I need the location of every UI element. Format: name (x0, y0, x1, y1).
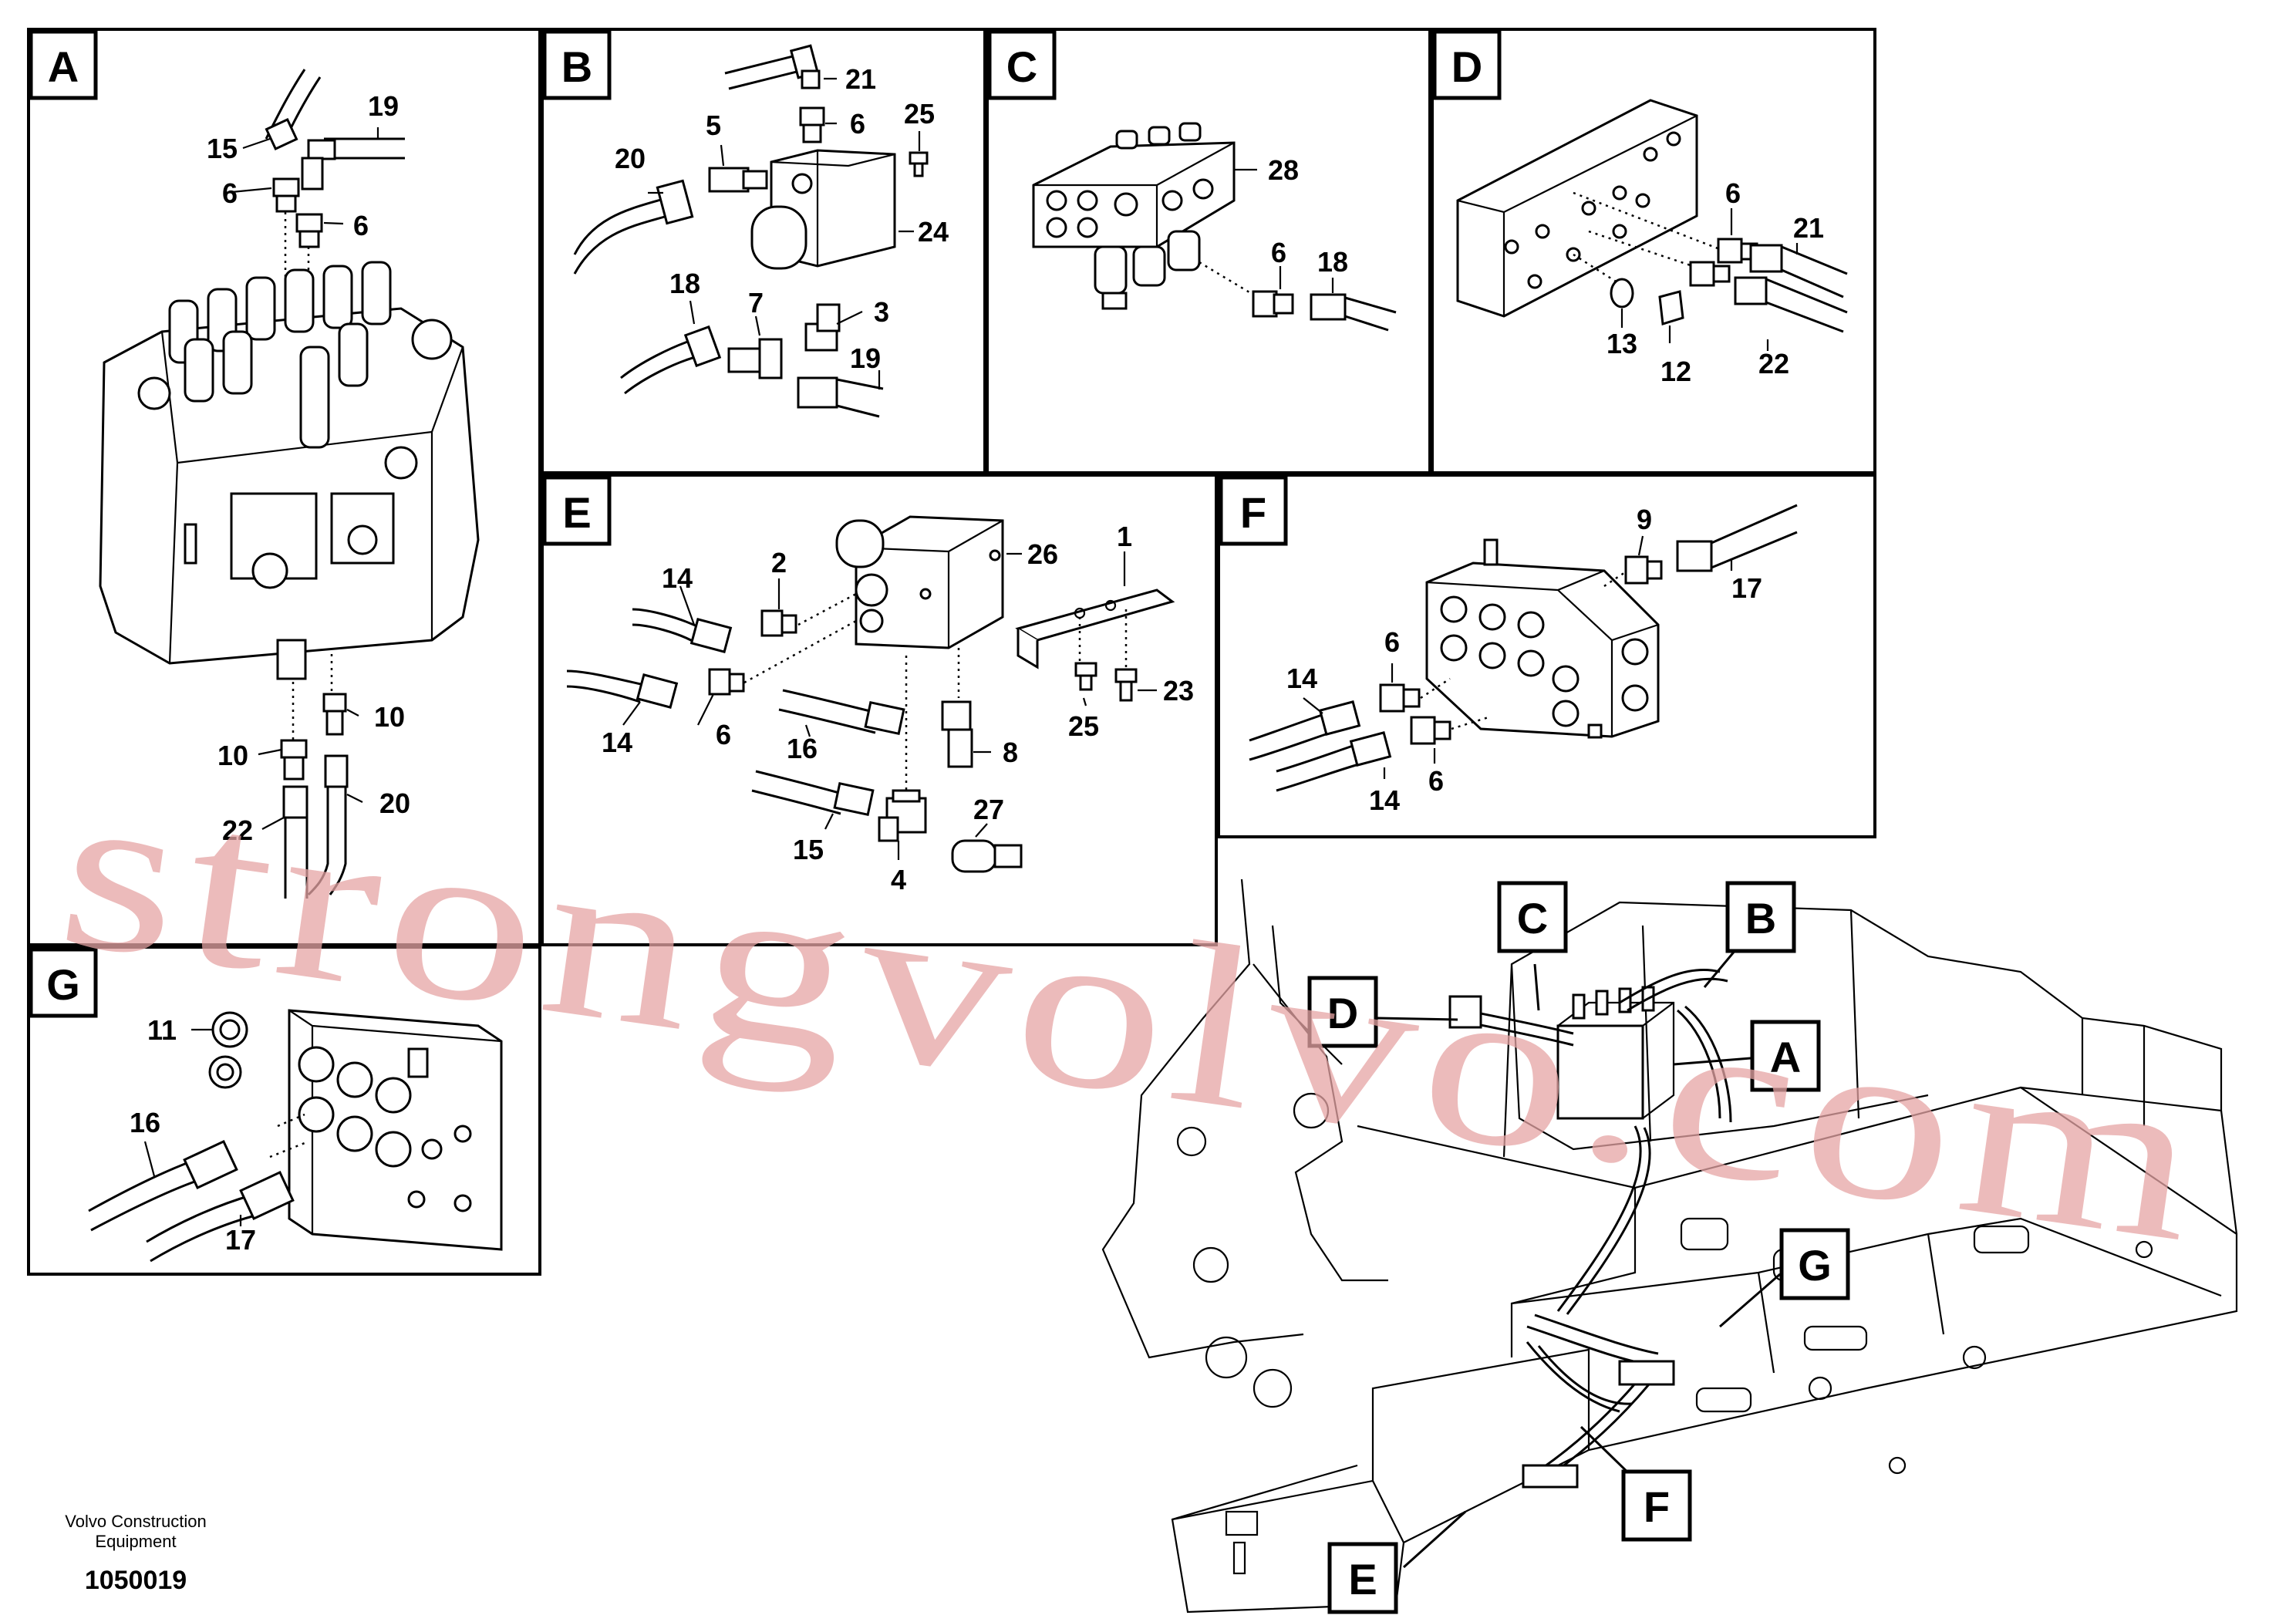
callout-9: 9 (1637, 504, 1652, 535)
callout-14: 14 (1369, 784, 1400, 816)
overview-leader-a (1673, 1057, 1752, 1066)
panel-e-drawing: 2 26 1 14 14 6 16 8 23 25 15 27 4 (566, 515, 1194, 895)
callout-6: 6 (1271, 237, 1286, 268)
callout-23: 23 (1163, 675, 1194, 706)
overview-tags: C B D A G F E (1307, 881, 1850, 1614)
callout-8: 8 (1003, 737, 1018, 768)
panel-d-drawing: 6 21 13 12 22 (1456, 99, 1848, 387)
callout-22: 22 (222, 814, 253, 846)
callout-17: 17 (225, 1224, 256, 1256)
callout-18: 18 (1317, 246, 1348, 278)
callout-24: 24 (918, 216, 949, 248)
callout-2: 2 (771, 547, 787, 578)
overview-leader-g (1719, 1273, 1781, 1328)
overview-tag-b: B (1745, 894, 1776, 943)
callout-13: 13 (1607, 328, 1637, 359)
panel-b-drawing: 21 6 25 5 20 24 18 7 3 19 (573, 44, 949, 418)
callout-10: 10 (374, 701, 405, 733)
panel-e-frame (541, 474, 1218, 946)
panel-f-drawing: 9 17 6 14 14 6 (1249, 504, 1798, 816)
panel-b-frame (541, 28, 986, 474)
panel-f-label: F (1240, 488, 1266, 537)
callout-14: 14 (602, 727, 632, 758)
callout-6: 6 (716, 719, 731, 750)
panel-a-label: A (48, 42, 79, 91)
overview-drawing (1101, 878, 2238, 1614)
callout-6: 6 (1428, 765, 1444, 797)
callout-17: 17 (1731, 572, 1762, 604)
panel-g-frame (27, 946, 541, 1276)
overview-leader-e (1402, 1510, 1467, 1569)
panel-d-frame (1431, 28, 1876, 474)
callout-26: 26 (1027, 538, 1058, 570)
panel-e-label: E (562, 488, 591, 537)
overview-tag-d: D (1327, 989, 1358, 1037)
callout-6: 6 (1725, 177, 1741, 209)
callout-6: 6 (353, 210, 369, 241)
overview-tag-e: E (1348, 1555, 1377, 1603)
drawing-number: 1050019 (85, 1566, 187, 1595)
panel-c-frame (986, 28, 1431, 474)
callout-3: 3 (874, 296, 889, 328)
callout-14: 14 (1286, 663, 1317, 694)
callout-22: 22 (1758, 348, 1789, 379)
panel-g-drawing: 11 16 17 (88, 1009, 503, 1263)
overview-tag-a: A (1770, 1033, 1801, 1081)
callout-20: 20 (615, 143, 646, 174)
callout-5: 5 (706, 110, 721, 141)
footer: Volvo Construction Equipment 1050019 (65, 1512, 206, 1595)
panel-tags: A B C D E F G (29, 29, 1502, 1018)
callout-15: 15 (207, 133, 238, 164)
panel-g-label: G (46, 960, 80, 1009)
panel-c-label: C (1006, 42, 1037, 91)
panel-frames (27, 28, 1876, 1276)
callout-16: 16 (130, 1107, 160, 1138)
overview-leader-d (1377, 1017, 1458, 1021)
callout-6: 6 (222, 177, 238, 209)
callout-19: 19 (850, 342, 881, 374)
overview-tag-g: G (1798, 1241, 1832, 1290)
callout-19: 19 (368, 90, 399, 122)
overview-leader-c (1533, 963, 1540, 1011)
callout-14: 14 (662, 562, 693, 594)
callout-25: 25 (1068, 710, 1099, 742)
callout-16: 16 (787, 733, 818, 764)
callout-21: 21 (1793, 212, 1824, 244)
panel-f-frame (1217, 474, 1876, 838)
overview-tag-f: F (1644, 1482, 1670, 1531)
callout-15: 15 (793, 834, 824, 865)
callout-18: 18 (669, 268, 700, 299)
callout-10: 10 (217, 740, 248, 771)
panel-a-frame (27, 28, 541, 946)
company-name-line2: Equipment (95, 1532, 176, 1551)
callout-4: 4 (891, 864, 906, 895)
callout-28: 28 (1268, 154, 1299, 186)
callout-12: 12 (1660, 356, 1691, 387)
callout-11: 11 (147, 1014, 177, 1046)
callout-6: 6 (850, 108, 865, 140)
panel-c-drawing: 28 6 18 (1032, 122, 1397, 332)
callout-1: 1 (1117, 521, 1132, 552)
panel-a-drawing: 15 19 6 6 10 10 22 20 (99, 69, 480, 899)
callout-20: 20 (379, 787, 410, 819)
panel-d-label: D (1451, 42, 1482, 91)
callout-25: 25 (904, 98, 935, 130)
callout-6: 6 (1384, 626, 1400, 658)
callout-21: 21 (845, 63, 876, 95)
company-name-line1: Volvo Construction (65, 1512, 206, 1531)
callout-7: 7 (748, 287, 764, 319)
callout-27: 27 (973, 794, 1004, 825)
overview-tag-c: C (1517, 894, 1548, 943)
panel-b-label: B (561, 42, 592, 91)
